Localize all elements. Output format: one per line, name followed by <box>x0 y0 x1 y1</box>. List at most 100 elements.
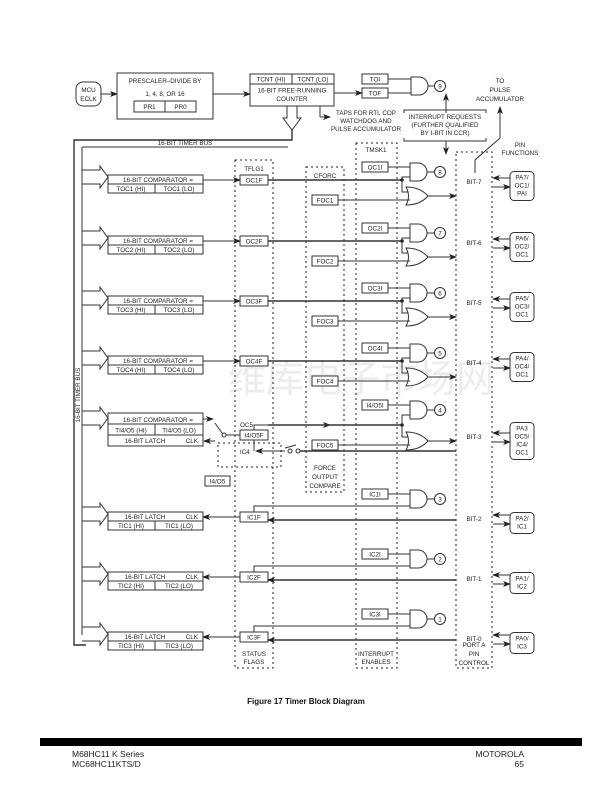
bus-arrow <box>82 164 109 190</box>
pulse-acc-2: PULSE <box>490 87 511 94</box>
flag-label: OC2F <box>246 239 263 246</box>
interrupt-vector <box>434 287 446 299</box>
and-gate <box>409 400 428 420</box>
force-label: FOC1 <box>317 198 334 205</box>
pin-function-label: IC1 <box>517 524 527 531</box>
or-gate <box>405 307 429 327</box>
pin-function-label: OC2/ <box>515 244 530 251</box>
clk-label: CLK <box>186 514 199 521</box>
latch-label: 16-BIT LATCH <box>125 438 166 445</box>
interrupt-note-1: INTERRUPT REQUESTS <box>409 114 481 121</box>
pin-function-label: OC1 <box>516 252 529 259</box>
and-gate <box>409 549 428 569</box>
vector-label: 3 <box>438 497 442 504</box>
interrupt-vector <box>434 493 446 505</box>
port-a-1: PORT A <box>463 642 487 649</box>
pin-function-label: PA1/ <box>515 576 528 583</box>
pin-function-label: OC5/ <box>515 434 530 441</box>
latch-label: 16-BIT LATCH <box>125 514 166 521</box>
clk-label: CLK <box>186 438 199 445</box>
flag-label: IC3F <box>247 635 261 642</box>
vector-label: 7 <box>438 231 442 238</box>
pin-function-label: OC1 <box>516 450 529 457</box>
or-gate <box>405 247 429 267</box>
reg-lo: TIC2 (LO) <box>165 583 193 590</box>
force-label: FOC4 <box>317 379 334 386</box>
enable-label: IC2I <box>369 552 381 559</box>
status-flags-1: STATUS <box>242 651 266 658</box>
comparator-label: 16-BIT COMPARATOR = <box>123 238 193 245</box>
enable-label: I4/O5I <box>366 403 383 410</box>
pin-functions-1: PIN <box>515 142 526 149</box>
force-label: FOC5 <box>317 443 334 450</box>
bus-arrow <box>82 285 109 311</box>
status-flags-2: FLAGS <box>244 659 265 666</box>
footer-right: MOTOROLA 65 <box>476 749 525 769</box>
or-gate <box>405 186 429 206</box>
tcnt-hi: TCNT (HI) <box>257 77 286 84</box>
pulse-acc-1: TO <box>496 78 505 85</box>
port-a-3: CONTROL <box>459 660 490 667</box>
flag-label: OC4F <box>246 359 263 366</box>
reg-hi: TIC3 (HI) <box>118 643 144 650</box>
reg-hi: TI4/O5 (HI) <box>115 428 147 435</box>
clk-label: CLK <box>186 634 199 641</box>
port-bit-label: BIT-0 <box>466 636 482 643</box>
channel-oc4f: 16-BIT COMPARATOR =TOC4 (HI)TOC4 (LO)OC4… <box>82 342 535 387</box>
reg-lo: TOC2 (LO) <box>163 247 194 254</box>
reg-lo: TOC3 (LO) <box>163 307 194 314</box>
interrupt-vector <box>434 347 446 359</box>
interrupt-vector <box>434 613 446 625</box>
taps-line-3: PULSE ACCUMULATOR <box>331 126 402 133</box>
flag-label: IC2F <box>247 575 261 582</box>
port-bit-label: BIT-1 <box>466 576 482 583</box>
mcu-label: MCU <box>81 87 96 94</box>
toi-label: TOI <box>370 77 381 84</box>
pr1-label: PR1 <box>143 104 156 111</box>
port-bit-label: BIT-6 <box>466 240 482 247</box>
reg-lo: TOC4 (LO) <box>163 367 194 374</box>
prescaler-ratios: 1, 4, 8, OR 16 <box>145 91 185 98</box>
force-label: FOC2 <box>317 259 334 266</box>
flag-label: I4/O5F <box>244 433 263 440</box>
enable-label: IC3I <box>369 612 381 619</box>
channel-oc1f: 16-BIT COMPARATOR =TOC1 (HI)TOC1 (LO)OC1… <box>82 161 535 206</box>
bus-arrow <box>82 345 109 371</box>
enable-label: OC4I <box>368 346 383 353</box>
flag-label: IC1F <box>247 515 261 522</box>
and-gate <box>409 343 428 363</box>
timer-bus-label: 16-BIT TIMER BUS <box>158 140 213 147</box>
reg-lo: TIC1 (LO) <box>165 523 193 530</box>
and-gate <box>409 283 428 303</box>
and-gate <box>409 489 428 509</box>
ic4-label: IC4 <box>240 449 250 456</box>
footer-brand: MOTOROLA <box>475 749 525 759</box>
overflow-and-gate <box>410 76 429 96</box>
pulse-acc-3: ACCUMULATOR <box>476 96 524 103</box>
pin-function-label: IC2 <box>517 584 527 591</box>
footer-page-number: 65 <box>514 759 524 769</box>
comparator-label: 16-BIT COMPARATOR = <box>123 358 193 365</box>
eclk-label: ECLK <box>80 96 97 103</box>
tmsk1-label: TMSK1 <box>366 147 387 154</box>
pin-function-label: OC1/ <box>515 183 530 190</box>
latch-label: 16-BIT LATCH <box>125 634 166 641</box>
interrupt-vector <box>434 553 446 565</box>
footer-series: M68HC11 K Series <box>72 749 145 759</box>
pin-function-label: OC1 <box>516 372 529 379</box>
tof-label: TOF <box>369 91 382 98</box>
tflg1-label: TFLG1 <box>244 166 264 173</box>
port-bit-label: BIT-5 <box>466 300 482 307</box>
register-groups: TFLG1 STATUS FLAGS CFORC FORCE OUTPUT CO… <box>234 142 493 669</box>
select-register <box>204 475 231 487</box>
bus-arrow <box>82 225 109 251</box>
cforc-label: CFORC <box>314 173 337 180</box>
counter-label-2: COUNTER <box>276 96 308 103</box>
vector-label: 5 <box>438 351 442 358</box>
and-gate <box>409 223 428 243</box>
pin-function-label: OC1 <box>516 312 529 319</box>
bus-arrow <box>82 621 109 647</box>
timer-channels: 16-BIT COMPARATOR =TOC1 (HI)TOC1 (LO)OC1… <box>82 161 535 654</box>
